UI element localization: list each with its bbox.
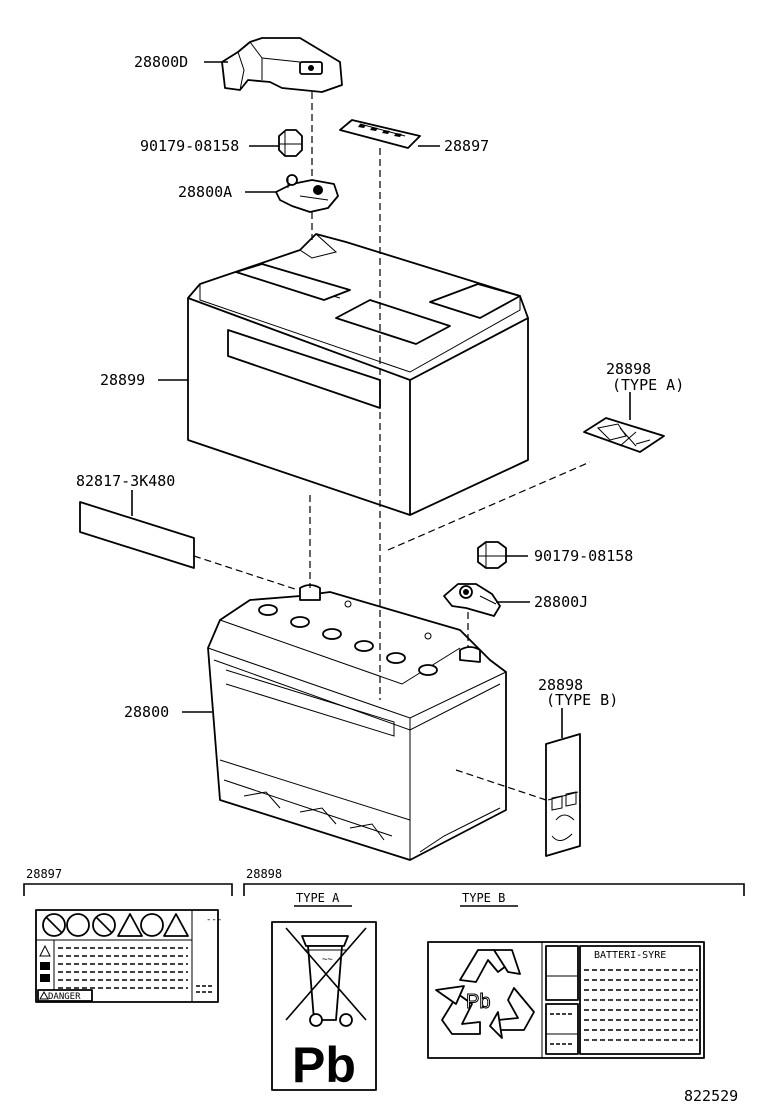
- type-b-heading: TYPE B: [462, 891, 505, 905]
- detail-28897-section: 28897 --- DANGER: [23, 867, 233, 1003]
- label-82817: 82817-3K480: [76, 472, 175, 490]
- label-28899: 28899: [100, 371, 145, 389]
- label-28898-b: 28898: [538, 676, 583, 694]
- label-28898-a: 28898: [606, 360, 651, 378]
- label-nut-top: 90179-08158: [140, 137, 239, 155]
- svg-text:~~: ~~: [322, 955, 333, 965]
- terminal-clamp-j-part: [443, 583, 501, 617]
- pb-small-text: Pb: [466, 991, 490, 1013]
- recycle-label-a-part: [583, 417, 665, 453]
- spec-plate-part: [79, 501, 195, 569]
- warning-label-part: [339, 119, 421, 149]
- type-b-recycle-label: Pb BATTERI-SYRE: [427, 941, 705, 1059]
- label-28800j: 28800J: [534, 593, 588, 611]
- detail-28897-title: 28897: [26, 867, 62, 881]
- detail-28898-section: 28898 TYPE A TYPE B ~~ Pb: [243, 867, 745, 1093]
- nut-part-top: [278, 129, 303, 157]
- detail-28898-title: 28898: [246, 867, 282, 881]
- label-type-b-paren: (TYPE B): [546, 691, 618, 709]
- assembly-lines: [193, 92, 591, 801]
- terminal-cover-part: [221, 37, 343, 93]
- label-type-a-paren: (TYPE A): [612, 376, 684, 394]
- danger-text: DANGER: [48, 992, 81, 1002]
- label-28800a: 28800A: [178, 183, 232, 201]
- pb-text: Pb: [292, 1037, 356, 1093]
- diagram-number: 822529: [684, 1087, 738, 1105]
- label-28897: 28897: [444, 137, 489, 155]
- battery-body-part: [207, 584, 507, 861]
- svg-text:---: ---: [206, 915, 222, 925]
- nut-part-bottom: [477, 541, 507, 569]
- terminal-clamp-a-part: [275, 174, 339, 213]
- label-28800: 28800: [124, 703, 169, 721]
- batteri-syre-text: BATTERI-SYRE: [594, 950, 666, 961]
- recycle-label-b-part: [545, 733, 581, 857]
- label-nut-bottom: 90179-08158: [534, 547, 633, 565]
- type-a-heading: TYPE A: [296, 891, 340, 905]
- leader-lines: [131, 61, 631, 738]
- type-a-recycle-label: ~~ Pb: [271, 921, 377, 1093]
- label-28800d: 28800D: [134, 53, 188, 71]
- battery-case-part: [187, 233, 529, 516]
